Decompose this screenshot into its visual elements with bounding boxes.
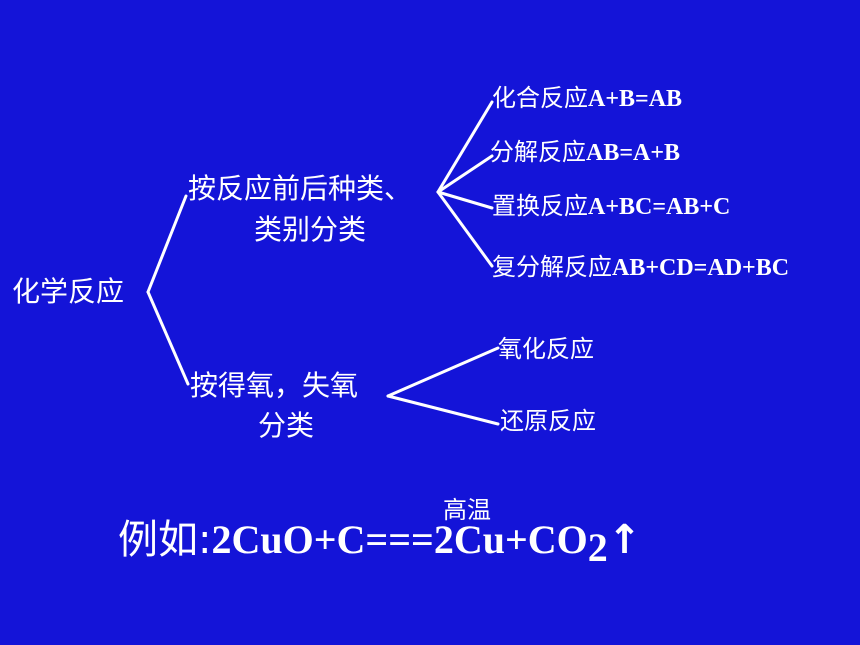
example-right: 2Cu+CO <box>433 517 588 562</box>
gas-arrow-icon: ↑ <box>607 517 642 563</box>
example-subscript: 2 <box>587 525 608 570</box>
leaf-formula: A+B=AB <box>588 86 683 112</box>
branch2-leaf-2: 还原反应 <box>500 407 596 435</box>
branch2-line1: 按得氧，失氧 <box>190 369 359 402</box>
example-arrow: === <box>365 517 434 562</box>
leaf-formula: A+BC=AB+C <box>588 194 731 220</box>
connector-branch1-leaf4 <box>436 190 494 268</box>
branch1-line1: 按反应前后种类、 <box>188 172 413 205</box>
leaf-formula: AB=A+B <box>586 140 681 166</box>
example-prefix: 例如: <box>118 517 212 563</box>
connector-branch1-leaf1 <box>436 100 494 194</box>
example-condition: 高温 <box>443 496 491 524</box>
branch1-leaf-1: 化合反应A+B=AB <box>492 86 682 111</box>
connector-branch2-leaf2 <box>386 394 500 426</box>
branch1-leaf-3: 置换反应A+BC=AB+C <box>492 194 730 219</box>
root-label: 化学反应 <box>12 275 125 308</box>
leaf-formula: AB+CD=AD+BC <box>612 255 790 281</box>
connector-branch1-leaf2 <box>436 154 494 194</box>
example-left: 2CuO+C <box>211 517 366 562</box>
leaf-name: 化合反应 <box>492 84 588 112</box>
branch1-line2: 类别分类 <box>254 213 367 246</box>
connector-root-branch1 <box>146 194 188 294</box>
branch1-leaf-2: 分解反应AB=A+B <box>490 140 680 165</box>
branch2-leaf-1: 氧化反应 <box>498 335 594 363</box>
connector-branch2-leaf1 <box>386 346 500 398</box>
connector-root-branch2 <box>146 290 190 386</box>
leaf-name: 分解反应 <box>490 138 586 166</box>
branch2-line2: 分类 <box>258 409 315 442</box>
connector-branch1-leaf3 <box>436 190 494 210</box>
example-equation: 例如:2CuO+C===2Cu+CO2↑ <box>118 520 641 568</box>
branch1-leaf-4: 复分解反应AB+CD=AD+BC <box>492 255 789 280</box>
leaf-name: 复分解反应 <box>492 253 612 281</box>
leaf-name: 置换反应 <box>492 192 588 220</box>
